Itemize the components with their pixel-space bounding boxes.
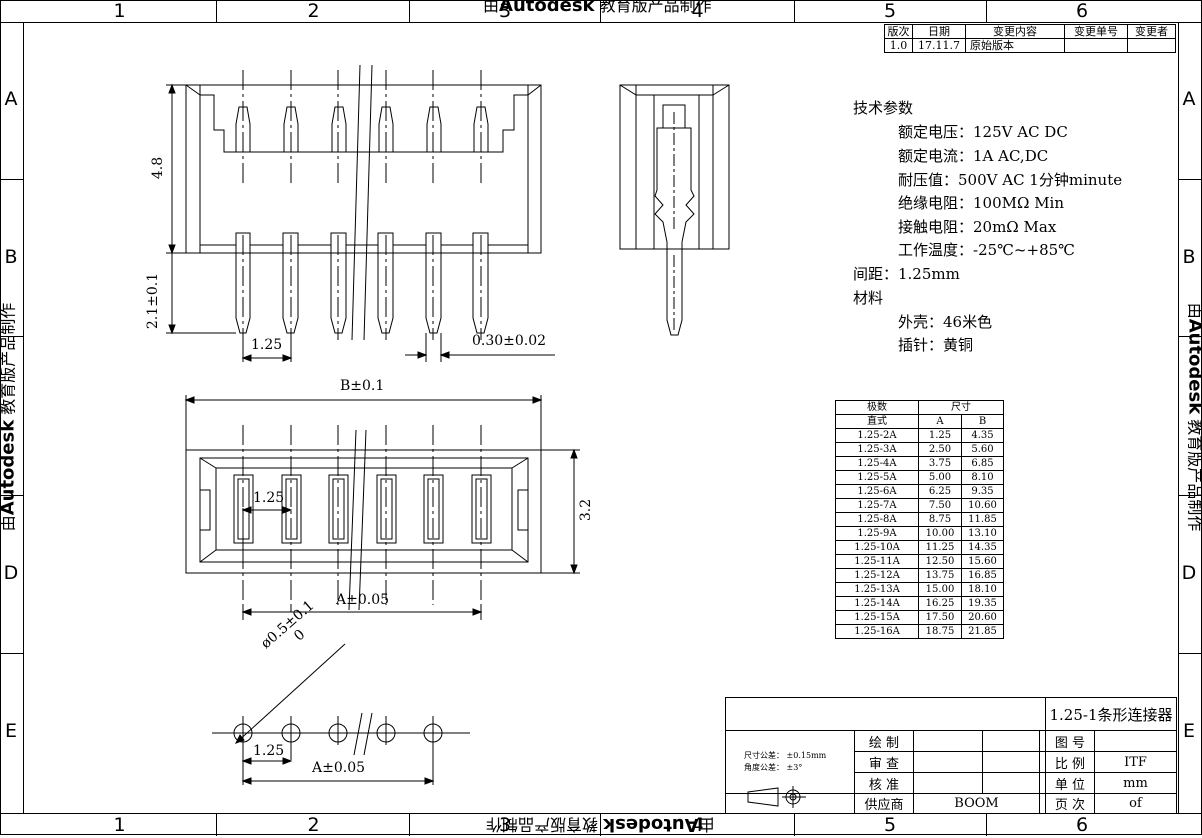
row-label: B bbox=[1182, 246, 1196, 268]
zone-label: 4 bbox=[691, 814, 704, 836]
spec-housing: 外壳：46米色 bbox=[898, 313, 993, 331]
dim-depth: 3.2 bbox=[578, 498, 595, 522]
row-label: D bbox=[3, 562, 19, 584]
zone-label: 5 bbox=[883, 814, 897, 836]
dim-pitch-holes: 1.25 bbox=[253, 743, 285, 759]
zone-label: 1 bbox=[113, 814, 126, 836]
spec-insulation: 绝缘电阻：100MΩ Min bbox=[898, 194, 1065, 212]
side-left: A B D E bbox=[0, 22, 23, 812]
upper-pins bbox=[235, 106, 489, 153]
top-view bbox=[184, 395, 580, 620]
dim-pitch-top: 1.25 bbox=[253, 490, 285, 506]
zone-label: 2 bbox=[307, 814, 320, 836]
side-view bbox=[619, 84, 730, 336]
row-label: E bbox=[4, 720, 17, 742]
dim-height: 4.8 bbox=[150, 156, 167, 180]
dim-b: B±0.1 bbox=[340, 378, 385, 394]
zone-label: 3 bbox=[498, 0, 512, 22]
dim-pin-length: 2.1±0.1 bbox=[145, 272, 162, 330]
zone-label: 6 bbox=[1075, 814, 1089, 836]
zone-label: 5 bbox=[883, 0, 897, 22]
row-label: B bbox=[4, 246, 18, 268]
lower-pins bbox=[235, 233, 489, 334]
zone-label: 6 bbox=[1075, 0, 1089, 22]
dim-a-holes: A±0.05 bbox=[312, 760, 366, 776]
watermark-top: 由Autodesk 教育版产品制作 bbox=[483, 0, 712, 16]
spec-temperature: 工作温度：-25℃~+85℃ bbox=[898, 241, 1075, 259]
row-label: A bbox=[4, 88, 18, 110]
top-view-slots bbox=[233, 474, 492, 544]
revision-table: 版次 日期 变更内容 变更单号 变更者 1.0 17.11.7 原始版本 bbox=[884, 24, 1176, 53]
row-label: A bbox=[1182, 88, 1196, 110]
zone-header-top: 1 2 3 4 5 6 bbox=[0, 0, 1202, 23]
row-label: E bbox=[1182, 720, 1195, 742]
spec-contact: 接触电阻：20mΩ Max bbox=[898, 218, 1057, 236]
zone-label: 2 bbox=[307, 0, 320, 22]
zone-label: 1 bbox=[113, 0, 126, 22]
spec-pitch: 间距：1.25mm bbox=[853, 265, 960, 283]
part-name: 1.25-1条形连接器 bbox=[1045, 697, 1177, 731]
zone-label: 3 bbox=[498, 814, 512, 836]
zone-header-bottom: 1 2 3 4 5 6 bbox=[0, 813, 1202, 836]
row-label: D bbox=[1181, 562, 1197, 584]
dim-pitch-front: 1.25 bbox=[251, 337, 283, 353]
front-view bbox=[166, 64, 555, 362]
zone-label: 4 bbox=[691, 0, 704, 22]
spec-title: 技术参数 bbox=[853, 99, 914, 117]
title-block: 1.25-1条形连接器 尺寸公差： ±0.15mm 角度公差： ±3° 绘 制 … bbox=[725, 697, 1177, 814]
dim-pin-width: 0.30±0.02 bbox=[472, 333, 547, 349]
spec-material-title: 材料 bbox=[853, 289, 884, 307]
dim-a-top: A±0.05 bbox=[336, 592, 390, 608]
tolerance-note: 尺寸公差： ±0.15mm 角度公差： ±3° bbox=[725, 730, 855, 794]
spec-voltage: 额定电压：125V AC DC bbox=[898, 123, 1068, 141]
spec-current: 额定电流：1A AC,DC bbox=[898, 147, 1049, 165]
spec-withstand: 耐压值：500V AC 1分钟minute bbox=[898, 171, 1123, 189]
hole-view bbox=[212, 643, 470, 785]
spec-pin: 插针：黄铜 bbox=[898, 336, 974, 354]
side-right: A B D E bbox=[1178, 22, 1201, 812]
